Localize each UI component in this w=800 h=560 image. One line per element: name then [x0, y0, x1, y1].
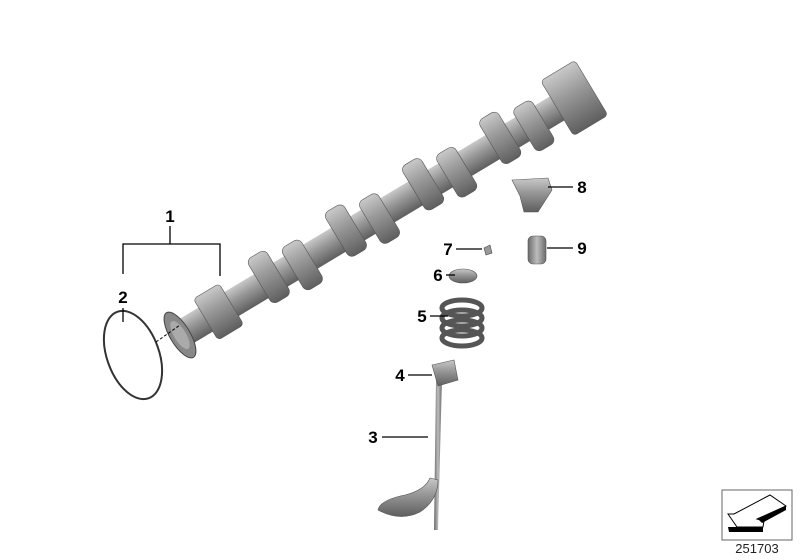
spring-retainer[interactable]	[448, 268, 478, 284]
callout-2: 2	[118, 288, 127, 307]
callout-5: 5	[417, 307, 426, 326]
valve[interactable]	[377, 378, 442, 530]
callout-3: 3	[368, 428, 377, 447]
valve-keeper[interactable]	[483, 244, 493, 256]
valve-stem-seal[interactable]	[431, 359, 459, 387]
callout-7: 7	[443, 240, 452, 259]
hydraulic-lifter[interactable]	[527, 235, 547, 265]
o-ring[interactable]	[93, 303, 173, 407]
callout-9: 9	[577, 239, 586, 258]
callout-1: 1	[165, 207, 174, 226]
callout-8: 8	[577, 178, 586, 197]
direction-arrow-icon	[721, 489, 793, 541]
rocker-arm[interactable]	[511, 177, 553, 213]
reference-number: 251703	[735, 541, 778, 556]
callout-4: 4	[395, 366, 405, 385]
callout-6: 6	[433, 266, 442, 285]
camshaft[interactable]	[155, 60, 608, 367]
valve-spring[interactable]	[439, 297, 485, 349]
leader-lines	[122, 186, 573, 438]
